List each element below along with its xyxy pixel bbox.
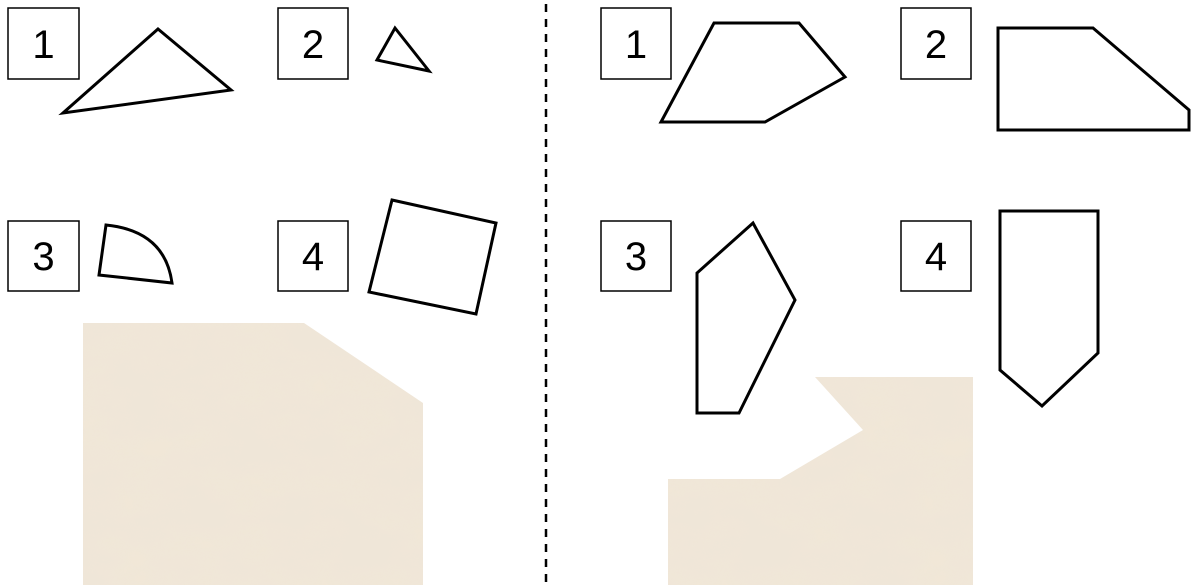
right-marble-tile-image bbox=[668, 377, 973, 585]
triangle-shape bbox=[63, 29, 231, 113]
trapezoid-shape bbox=[998, 28, 1189, 130]
right-option-2[interactable]: 2 bbox=[901, 8, 1189, 130]
left-option-2-label: 2 bbox=[302, 23, 324, 67]
left-option-1[interactable]: 1 bbox=[8, 8, 231, 113]
pentagon-shape bbox=[661, 23, 845, 122]
left-marble-tile-image bbox=[83, 323, 423, 585]
left-option-3-label: 3 bbox=[32, 235, 54, 279]
quadrilateral-shape bbox=[369, 200, 496, 314]
left-option-4[interactable]: 4 bbox=[278, 200, 496, 314]
left-option-4-label: 4 bbox=[302, 235, 324, 279]
left-option-1-label: 1 bbox=[32, 23, 54, 67]
right-option-1[interactable]: 1 bbox=[601, 8, 845, 122]
left-option-3[interactable]: 3 bbox=[8, 221, 172, 291]
left-option-2[interactable]: 2 bbox=[278, 8, 429, 79]
right-option-3[interactable]: 3 bbox=[601, 221, 795, 413]
right-option-4-label: 4 bbox=[925, 235, 947, 279]
right-option-2-label: 2 bbox=[925, 23, 947, 67]
right-option-3-label: 3 bbox=[625, 235, 647, 279]
quarter-circle-shape bbox=[99, 225, 172, 283]
pointed-pentagon-shape bbox=[1000, 211, 1098, 406]
irregular-pentagon-shape bbox=[697, 223, 795, 413]
right-option-1-label: 1 bbox=[625, 23, 647, 67]
small-triangle-shape bbox=[377, 28, 429, 71]
right-option-4[interactable]: 4 bbox=[901, 211, 1098, 406]
